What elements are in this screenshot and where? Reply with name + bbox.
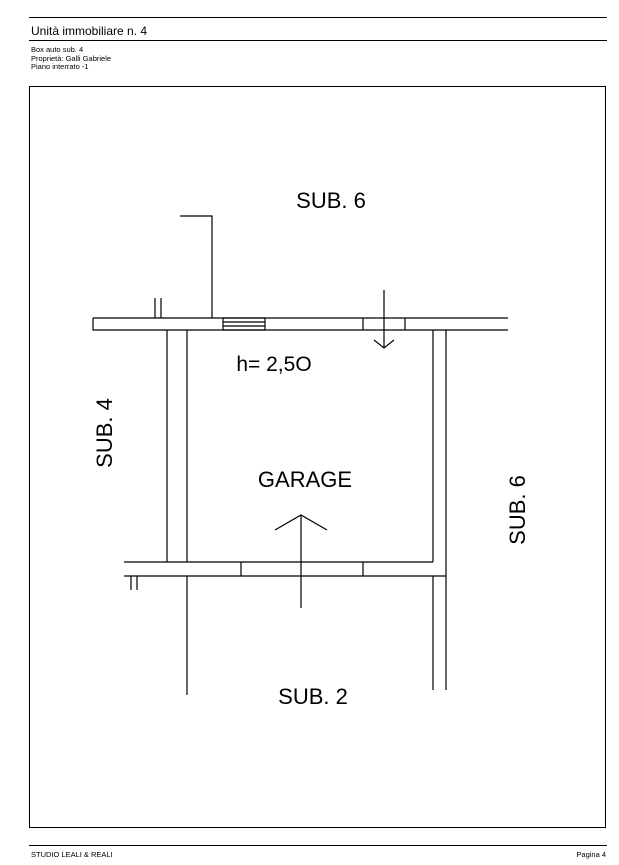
unit-info: Box auto sub. 4 Proprietà: Galli Gabriel… xyxy=(31,45,112,72)
room-label: GARAGE xyxy=(258,467,352,492)
unit-floor: Piano interrato -1 xyxy=(31,62,89,71)
footer-rule xyxy=(29,845,607,846)
unit-owner: Proprietà: Galli Gabriele xyxy=(31,53,112,63)
top-wall-left-segment xyxy=(92,318,187,331)
drawing-frame xyxy=(29,86,606,828)
label-right: SUB. 6 xyxy=(505,475,530,545)
entry-arrow-head xyxy=(274,514,328,531)
document-title: Unità immobiliare n. 4 xyxy=(31,24,148,38)
footer-page-number: Pagina 4 xyxy=(576,850,606,859)
label-left: SUB. 4 xyxy=(92,398,117,468)
footer-studio: STUDIO LEALI & REALI xyxy=(31,850,113,859)
unit-description: Box auto sub. 4 xyxy=(31,45,84,54)
top-arrow-head xyxy=(373,339,395,349)
upper-wall-stub xyxy=(180,215,213,318)
label-top: SUB. 6 xyxy=(296,188,366,213)
label-bottom: SUB. 2 xyxy=(278,684,348,709)
top-window xyxy=(222,317,266,331)
height-note: h= 2,5O xyxy=(236,353,311,376)
title-rule xyxy=(29,40,607,41)
top-rule xyxy=(29,17,607,18)
